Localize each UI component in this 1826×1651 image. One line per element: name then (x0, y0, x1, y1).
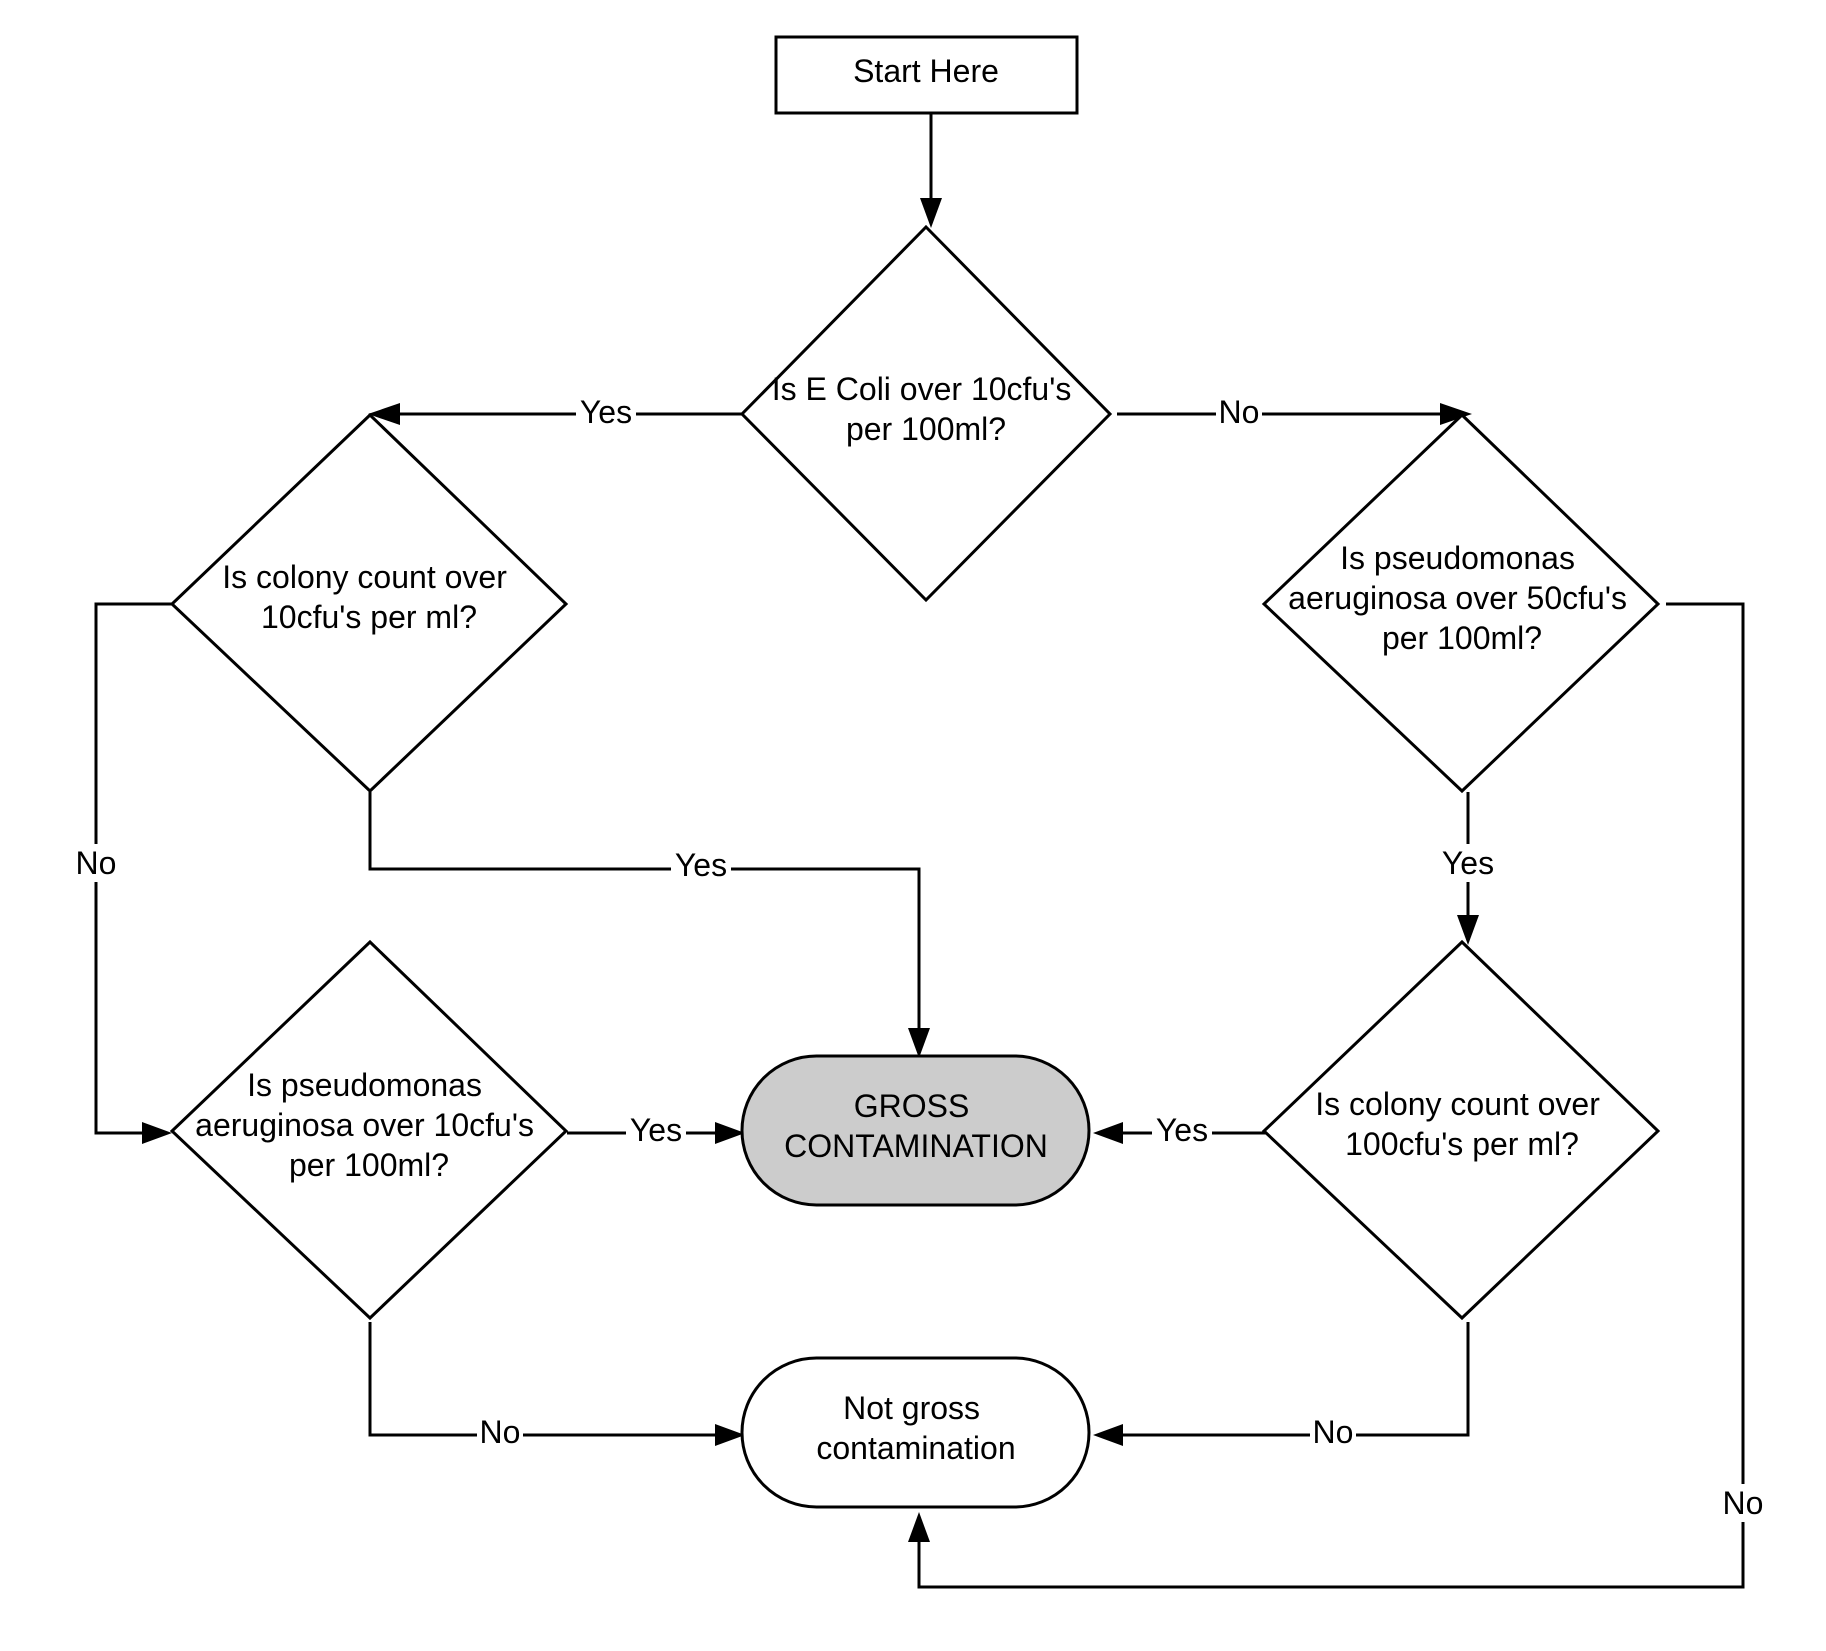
svg-text:Yes: Yes (630, 1112, 682, 1148)
edge-label-pseudo10-yes: Yes (626, 1112, 686, 1152)
edge-colony100-no (1093, 1322, 1470, 1446)
svg-text:No: No (1723, 1485, 1764, 1521)
arrowhead-down (920, 198, 942, 228)
start-node: Start Here (774, 35, 1079, 115)
edge-colony10-yes (368, 792, 930, 1058)
edge-label-colony100-no: No (1310, 1414, 1356, 1454)
edge-label-pseudo50-yes: Yes (1436, 844, 1500, 882)
decision-pseudomonas-10-text: Is pseudomonas aeruginosa over 10cfu's p… (195, 1067, 543, 1183)
arrowhead-right (715, 1424, 745, 1446)
decision-colony-10: Is colony count over 10cfu's per ml? (169, 412, 569, 794)
edge-label-ecoli-yes: Yes (576, 394, 636, 432)
arrowhead-right (715, 1122, 745, 1144)
start-node-text: Start Here (853, 53, 999, 89)
arrowhead-left (1093, 1122, 1123, 1144)
edge-label-colony10-no: No (72, 844, 120, 882)
decision-colony-100: Is colony count over 100cfu's per ml? (1261, 939, 1661, 1321)
arrowhead-right (1440, 403, 1472, 425)
arrowhead-down (908, 1028, 930, 1058)
edge-pseudo10-no (368, 1322, 745, 1446)
svg-text:No: No (76, 845, 117, 881)
arrowhead-left (1093, 1424, 1123, 1446)
decision-colony-100-text: Is colony count over 100cfu's per ml? (1315, 1086, 1608, 1162)
edge-label-colony10-yes: Yes (671, 847, 731, 888)
edge-label-ecoli-no: No (1216, 394, 1262, 432)
edge-ecoli-yes (368, 403, 745, 425)
terminal-gross-contamination-text: GROSS CONTAMINATION (784, 1088, 1048, 1164)
decision-ecoli: Is E Coli over 10cfu's per 100ml? (739, 224, 1113, 603)
edge-start-to-ecoli (920, 114, 942, 228)
terminal-not-gross-contamination: Not gross contamination (740, 1356, 1091, 1509)
terminal-not-gross-contamination-text: Not gross contamination (816, 1390, 1015, 1466)
edge-label-colony100-yes: Yes (1152, 1112, 1212, 1152)
edge-ecoli-no (1117, 403, 1472, 425)
svg-text:Yes: Yes (1156, 1112, 1208, 1148)
edge-label-pseudo50-no: No (1719, 1484, 1767, 1522)
edge-pseudo50-no (908, 602, 1745, 1589)
arrowhead-down (1457, 915, 1479, 945)
decision-pseudomonas-50: Is pseudomonas aeruginosa over 50cfu's p… (1261, 412, 1661, 794)
arrowhead-right (142, 1122, 172, 1144)
svg-text:Yes: Yes (580, 394, 632, 430)
svg-text:No: No (480, 1414, 521, 1450)
decision-pseudomonas-10: Is pseudomonas aeruginosa over 10cfu's p… (169, 939, 569, 1321)
decision-ecoli-text: Is E Coli over 10cfu's per 100ml? (772, 371, 1080, 447)
edge-label-pseudo10-no: No (477, 1414, 523, 1454)
decision-colony-10-text: Is colony count over 10cfu's per ml? (222, 559, 515, 635)
terminal-gross-contamination: GROSS CONTAMINATION (740, 1054, 1091, 1207)
svg-text:No: No (1219, 394, 1260, 430)
svg-text:No: No (1313, 1414, 1354, 1450)
decision-pseudomonas-50-text: Is pseudomonas aeruginosa over 50cfu's p… (1288, 540, 1636, 656)
svg-text:Yes: Yes (1442, 845, 1494, 881)
arrowhead-up (908, 1512, 930, 1542)
arrowhead-left (368, 403, 400, 425)
svg-text:Yes: Yes (675, 847, 727, 883)
